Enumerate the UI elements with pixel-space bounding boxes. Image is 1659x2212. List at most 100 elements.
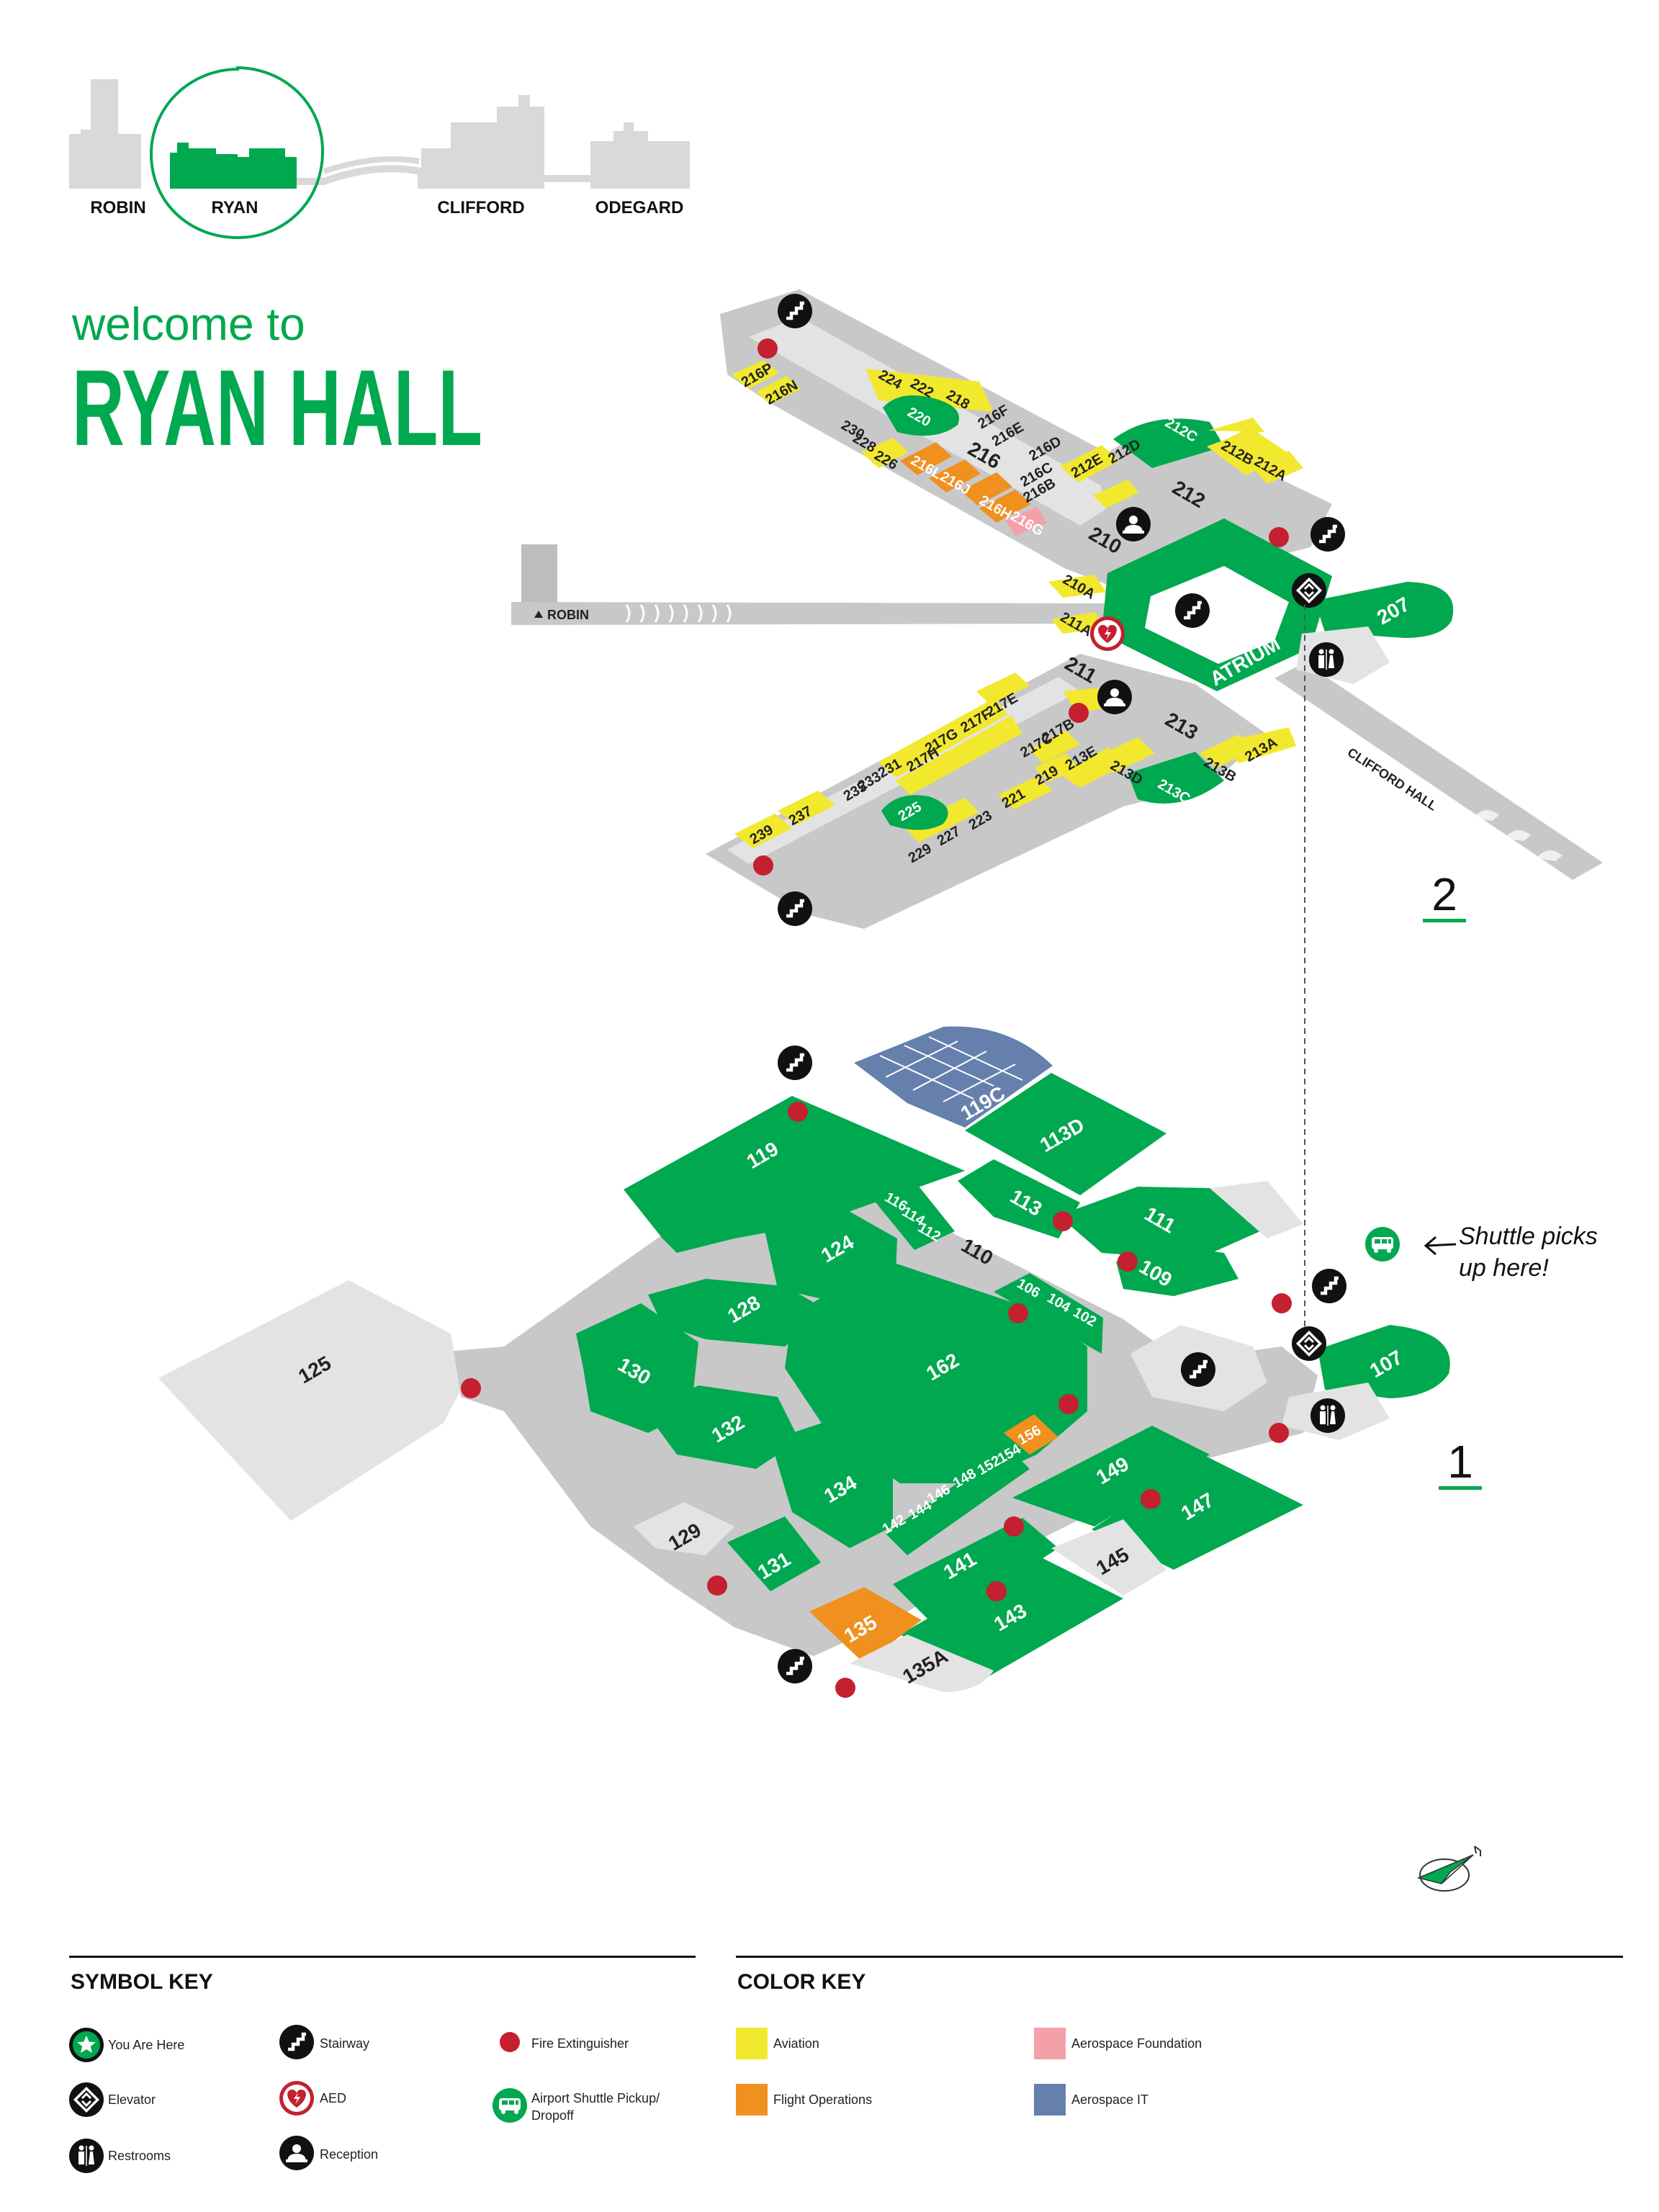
color-key-heading: COLOR KEY [737,1970,866,1994]
room-135-shape [809,1587,922,1663]
room-149-shape [1012,1426,1210,1527]
floor2-flight-ops-upper [900,442,1031,523]
key-aviation: Aviation [773,2036,819,2051]
skyline-odegard [590,122,690,189]
elevator-icon [1290,572,1328,609]
elevator-icon [1290,1325,1328,1362]
stair-icon [778,1046,812,1080]
symbol-key-heading: SYMBOL KEY [71,1970,213,1994]
skyline: ROBIN RYAN CLIFFORD ODEGARD [69,66,690,240]
skyline-label-odegard: ODEGARD [595,198,684,217]
fire-extinguisher-icon [1008,1303,1028,1323]
key-fire-extinguisher: Fire Extinguisher [531,2036,629,2051]
restroom-icon [1308,642,1344,678]
room-129-shape [634,1502,734,1555]
room-135a-shape [850,1635,994,1692]
skyline-bridge [297,165,425,189]
stair-icon [778,891,812,926]
room-109-shape [1116,1244,1238,1296]
rooms-106-102-shape [994,1273,1103,1354]
fire-extinguisher-icon [461,1378,481,1398]
shuttle-arrow [1424,1236,1457,1256]
room-143-shape [900,1555,1123,1678]
stair-icon [1175,593,1210,628]
shuttle-icon [493,2088,527,2123]
room-220-shape [883,395,959,436]
color-key-rule [736,1956,1623,1958]
key-you-are-here: You Are Here [108,2038,184,2052]
key-aed: AED [320,2091,346,2105]
stair-icon [1310,517,1345,552]
key-stairway: Stairway [320,2036,369,2051]
fire-extinguisher-icon [1269,1423,1289,1443]
elevator-icon [68,2081,105,2118]
swatch-aerospace-foundation [1034,2028,1066,2059]
robin-bridge-label: ROBIN [534,608,589,622]
svg-text:ROBIN: ROBIN [547,608,589,622]
restroom-icon [68,2138,104,2174]
skyline-robin [69,79,141,189]
fire-extinguisher-icon [757,338,778,359]
fire-extinguisher-icon [1118,1251,1138,1272]
you-are-here-icon [69,2028,104,2062]
floor2-aviation-lower [734,673,1296,848]
room-111-light [1210,1181,1303,1238]
key-shuttle-line2: Dropoff [531,2108,575,2123]
stair-icon [1312,1269,1346,1303]
room-113-shape [958,1159,1080,1238]
welcome-text: welcome to [71,298,305,350]
swatch-flight-operations [736,2084,768,2116]
shuttle-note-line1: Shuttle picks [1459,1223,1598,1250]
room-111-shape [1058,1187,1260,1260]
stair-icon [1181,1352,1215,1387]
fire-extinguisher-icon [1053,1211,1073,1231]
fire-extinguishers-floor2 [753,338,1289,876]
skyline-label-clifford: CLIFFORD [437,198,524,217]
key-flight-operations: Flight Operations [773,2092,872,2107]
key-aerospace-foundation: Aerospace Foundation [1071,2036,1202,2051]
room-125-shape [158,1280,461,1521]
swatch-aerospace-it [1034,2084,1066,2116]
reception-icon [1116,507,1151,541]
robin-bridge-arches [625,604,732,623]
robin-bridge [511,602,1113,625]
clifford-bridge-arches [1473,809,1563,861]
fire-extinguisher-icon [753,855,773,876]
room-113d-shape [965,1073,1166,1195]
symbol-key: SYMBOL KEY You Are Here Stairway Fire Ex… [68,1956,696,2174]
fire-extinguisher-icon [1141,1489,1161,1509]
atrium-void [1145,566,1289,664]
floor-2: ROBIN CLIFFORD HALL ATRIUM [511,289,1603,929]
fire-extinguisher-icon [1069,703,1089,723]
floor2-212c-lobe [1113,418,1224,468]
aed-icon [1090,616,1125,651]
fire-extinguisher-icon [1004,1516,1024,1537]
reception-icon [1097,680,1132,714]
floor-2-underline [1423,919,1466,922]
fire-extinguisher-icon [986,1581,1007,1601]
fire-extinguisher-icon [707,1575,727,1596]
fire-extinguisher-icon [1272,1293,1292,1313]
key-reception: Reception [320,2147,378,2162]
swatch-aviation [736,2028,768,2059]
aed-icon [279,2081,314,2116]
key-restrooms: Restrooms [108,2149,171,2163]
room-132-shape [645,1385,799,1469]
shuttle-note-line2: up here! [1459,1254,1549,1282]
stair-icon [778,294,812,328]
floor-1-label: 1 [1447,1436,1473,1488]
room-225-shape [881,795,948,830]
reception-icon [279,2136,314,2170]
room-145-shape [1051,1519,1166,1596]
floor2-213c-lobe [1128,752,1224,804]
floor-2-label: 2 [1431,868,1457,920]
stair-icon [279,2025,314,2059]
room-147-shape [1092,1455,1303,1570]
room-107-shape [1318,1325,1450,1398]
color-key: COLOR KEY Aviation Aerospace Foundation … [736,1956,1623,2116]
fire-extinguisher-icon [500,2032,520,2052]
room-141-shape [893,1518,1058,1627]
skyline-label-robin: ROBIN [90,198,145,217]
key-shuttle-line1: Airport Shuttle Pickup/ [531,2091,660,2105]
